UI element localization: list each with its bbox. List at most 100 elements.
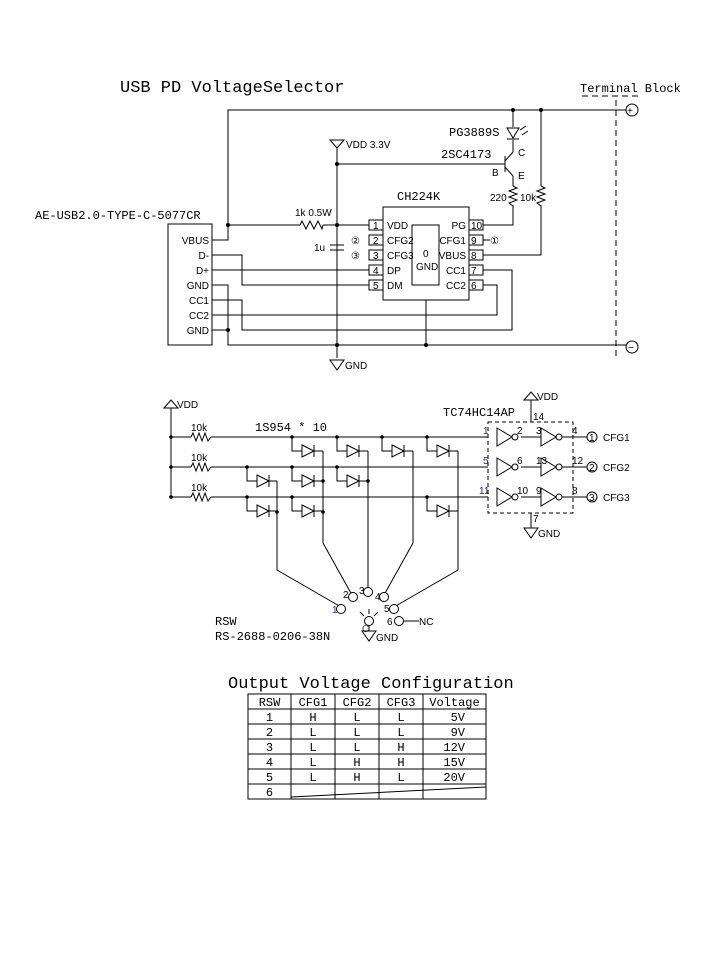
vdd-label-3: VDD [537,392,558,403]
inverter-bubble [511,433,519,441]
table-cell: 20V [443,771,465,785]
junction [335,465,339,469]
gate-pin-number: 10 [517,486,529,497]
r220-label: 220 [490,193,507,204]
diode-icon [256,474,271,488]
table-cell: 15V [443,756,465,770]
gate-pin-number: 2 [517,426,523,437]
transistor-icon [504,151,514,177]
table-cell: 6 [266,786,273,800]
gate-pin-number: 3 [536,426,542,437]
table-cell: 4 [266,756,273,770]
usb-connector [167,223,213,346]
table-cell: H [309,711,316,725]
terminal-minus [625,340,639,354]
diode-icon [301,444,316,458]
pin-14: 14 [533,412,545,423]
gnd-label-4: GND [376,633,398,644]
table-cell: 1 [266,711,273,725]
junction [245,495,249,499]
junction [290,435,294,439]
vdd-symbol-2 [162,399,180,409]
table-header: CFG1 [299,696,328,710]
chip-gnd-name: GND [416,262,438,273]
diode-icon [256,504,271,518]
page-title: USB PD VoltageSelector [120,79,344,98]
chip-name: CH224K [397,190,441,204]
led-label: PG3889S [449,126,499,140]
junction [366,479,370,483]
switch-contact [379,592,389,602]
gate-pin-number: 8 [572,486,578,497]
resistor-10k [535,185,547,207]
switch-contact [389,604,399,614]
inverter-bubble [555,433,563,441]
gnd-label-3: GND [538,529,560,540]
inverter-bubble [511,463,519,471]
chip-pin-number: 9 [471,236,477,247]
chip-pin-number: 6 [471,281,477,292]
mark-2: ② [351,236,360,247]
switch-wire [393,451,459,608]
output-label: CFG1 [603,433,630,444]
gate-pin-number: 6 [517,456,523,467]
collector-label: C [518,148,525,159]
switch-pin-label: C [362,624,369,635]
chip-gnd-num: 0 [423,249,429,260]
connector-pin-label: CC1 [189,296,209,307]
chip-pin-box [368,234,384,246]
chip-pin-box [468,219,484,231]
table-cell: L [397,771,404,785]
pullup-resistor [190,491,212,503]
chip-pin-name: PG [452,221,467,232]
diode-icon [301,474,316,488]
table-header: Voltage [429,696,479,710]
plus-sign: + [627,106,633,117]
inverter-bubble [555,493,563,501]
resistor-1k [299,219,324,231]
chip-pin-box [468,234,484,246]
gate-pin-number: 13 [536,456,548,467]
pin-7: 7 [533,514,539,525]
switch-wire [276,481,342,608]
switch-pin-label: 1 [332,605,338,616]
chip-pin-box [468,279,484,291]
junction [245,465,249,469]
table-cell: L [309,771,316,785]
junction [425,495,429,499]
table-cell: L [309,741,316,755]
connector-pin-label: GND [187,281,209,292]
schmitt-inverter-icon [496,427,513,447]
junction [290,495,294,499]
junction [380,435,384,439]
chip-pin-box [368,279,384,291]
pullup-label: 10k [191,423,208,434]
pullup-resistor [190,461,212,473]
switch-wire [383,451,414,596]
chip-pin-box [368,249,384,261]
table-cell: L [353,711,360,725]
inverter-bubble [511,493,519,501]
pullup-resistor [190,431,212,443]
gate-pin-number: 1 [483,426,489,437]
switch-wiper [359,609,419,631]
gnd-label: GND [345,361,367,372]
switch-name: RSW [215,615,237,629]
output-marker-number: 1 [589,433,595,444]
table-cell: 9V [451,726,466,740]
switch-pin-label: 3 [359,586,365,597]
base-label: B [492,168,499,179]
chip-pin-number: 3 [373,251,379,262]
junction [290,465,294,469]
gnd-symbol-4 [361,630,377,642]
chip-pin-box [468,249,484,261]
switch-contact [394,616,404,626]
minus-sign: − [628,343,634,354]
mark-1: ① [490,236,499,247]
diode-icon [391,444,406,458]
schmitt-inverter-icon [540,487,557,507]
table-header: RSW [259,696,281,710]
connector-pin-label: CC2 [189,311,209,322]
